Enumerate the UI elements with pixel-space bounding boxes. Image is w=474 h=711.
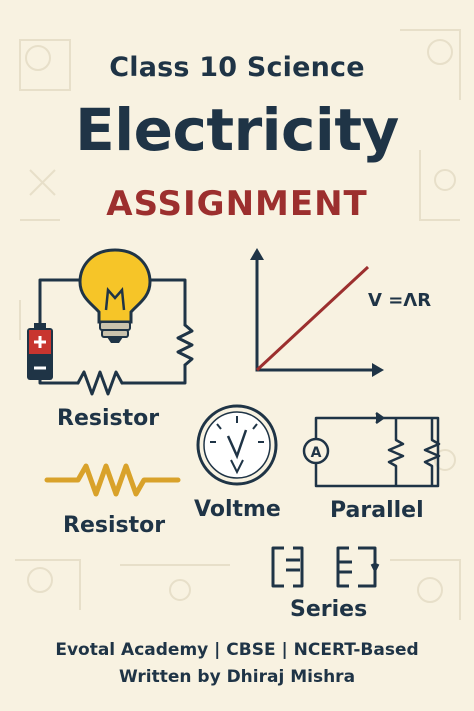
parallel-circuit xyxy=(302,411,441,488)
assignment-subtitle: ASSIGNMENT xyxy=(106,184,368,224)
ammeter-icon: A xyxy=(311,445,322,461)
parallel-label: Parallel xyxy=(330,498,424,523)
resistor-icon xyxy=(44,463,181,497)
light-bulb-icon xyxy=(78,248,152,343)
voltmeter-label: Voltme xyxy=(194,497,281,522)
ohms-law-formula: V =ΛR xyxy=(368,290,432,311)
footer-publisher: Evotal Academy | CBSE | NCERT-Based xyxy=(55,640,419,660)
class-line: Class 10 Science xyxy=(109,52,365,83)
resistor-symbol-label: Resistor xyxy=(63,513,166,538)
battery-icon xyxy=(27,323,53,380)
resistor-circuit-label: Resistor xyxy=(57,406,160,431)
vi-graph xyxy=(250,248,384,377)
page-title: Electricity xyxy=(75,96,399,164)
footer-author: Written by Dhiraj Mishra xyxy=(118,667,356,687)
series-label: Series xyxy=(290,597,368,622)
voltmeter-icon xyxy=(196,404,278,486)
capacitor-icon xyxy=(271,546,380,588)
